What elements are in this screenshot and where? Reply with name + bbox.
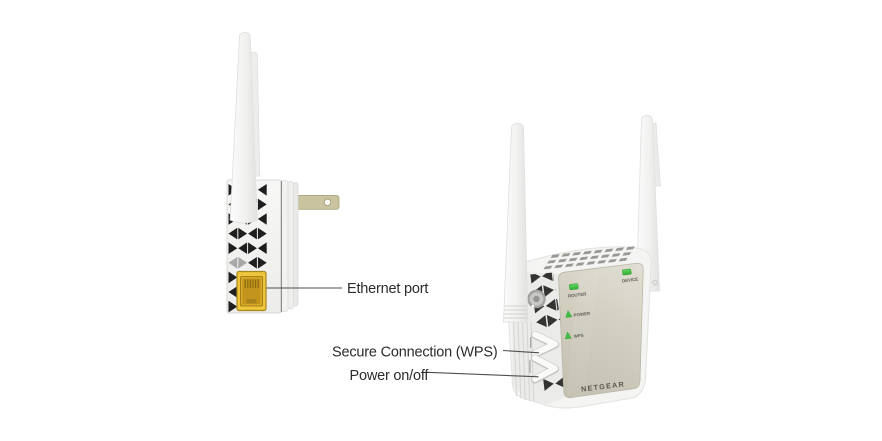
device-led-label: DEVICE bbox=[622, 277, 639, 284]
wps-callout-line bbox=[502, 349, 540, 354]
wps-led-icon bbox=[564, 331, 572, 340]
antenna-hinge-dot bbox=[652, 279, 658, 286]
front-right-antenna bbox=[636, 115, 661, 292]
antenna-mount bbox=[527, 289, 546, 309]
ethernet-port-label: Ethernet port bbox=[347, 281, 428, 297]
wps-led-label: WPS bbox=[573, 333, 584, 339]
power-button bbox=[531, 354, 559, 384]
router-led bbox=[569, 283, 579, 291]
front-left-antenna bbox=[503, 123, 529, 323]
plug-blade-hole bbox=[323, 198, 332, 207]
power-led-icon bbox=[565, 310, 573, 318]
side-device-ridges bbox=[280, 180, 299, 312]
side-button-engravings bbox=[529, 337, 532, 373]
wall-plug-blade bbox=[293, 195, 340, 210]
top-vents bbox=[543, 246, 635, 270]
power-on-off-label: Power on/off bbox=[350, 368, 430, 384]
side-view-device bbox=[226, 32, 340, 314]
side-antenna bbox=[229, 32, 258, 224]
front-panel bbox=[558, 262, 644, 399]
ethernet-port bbox=[236, 270, 267, 312]
router-led-label: ROUTER bbox=[568, 291, 588, 298]
power-led-label: POWER bbox=[573, 311, 591, 318]
front-view-device: ROUTER DEVICE POWER WPS NETGEAR bbox=[503, 115, 661, 409]
front-panel-sheen bbox=[567, 270, 599, 398]
power-callout-line bbox=[426, 371, 539, 378]
callouts bbox=[266, 287, 540, 378]
wps-button bbox=[531, 331, 559, 358]
device-led bbox=[622, 268, 632, 276]
secure-connection-wps-label: Secure Connection (WPS) bbox=[332, 345, 497, 361]
ethernet-port-pins bbox=[244, 279, 259, 288]
